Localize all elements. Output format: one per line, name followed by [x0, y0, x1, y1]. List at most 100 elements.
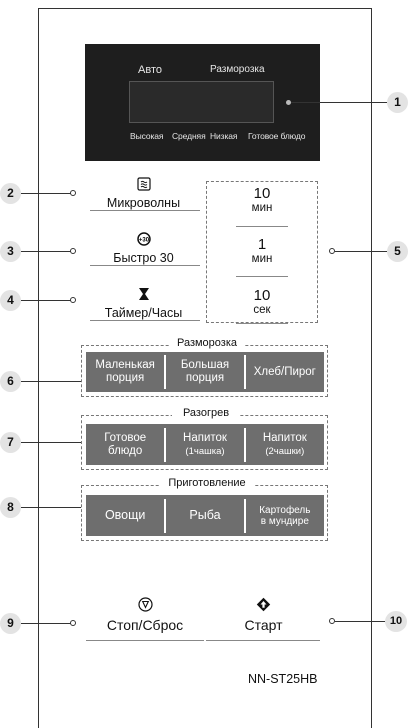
ten-minutes-button[interactable]: 10 мин [210, 186, 314, 214]
cooking-group-title: Приготовление [160, 477, 254, 489]
callout-anchor-dot [70, 190, 76, 196]
ten-seconds-button[interactable]: 10 сек [210, 288, 314, 316]
button-line1: Маленькая [95, 359, 155, 372]
plus30-icon-text: +30 [138, 237, 149, 243]
display-indicator-dot [286, 100, 291, 105]
display-screen [129, 81, 274, 123]
display-label-auto: Авто [138, 64, 162, 76]
button-underline [90, 320, 200, 321]
button-line2: (1чашка) [185, 445, 225, 457]
button-line1: Овощи [104, 507, 146, 522]
display-label-defrost: Разморозка [210, 64, 265, 75]
time-value: 10 [253, 185, 271, 202]
button-line1: Большая [180, 359, 230, 372]
button-line1: Рыба [189, 507, 221, 522]
button-line2: (2чашки) [265, 445, 305, 457]
button-line1: Хлеб/Пирог [253, 365, 316, 378]
callout-leader-line [21, 381, 81, 382]
button-line2: в мундире [260, 515, 309, 527]
model-number: NN-ST25HB [248, 672, 318, 686]
stop-icon [137, 597, 153, 612]
start-label: Старт [244, 617, 283, 633]
stop-reset-button[interactable]: Стоп/Сброс [84, 597, 206, 633]
callout-anchor-dot [329, 618, 335, 624]
callout-6: 6 [0, 371, 21, 392]
button-line1: Готовое [104, 431, 147, 444]
callout-10: 10 [385, 611, 407, 632]
button-separator [164, 498, 166, 533]
time-unit: мин [251, 201, 273, 214]
button-line1: Напиток [262, 431, 307, 444]
button-underline [206, 640, 320, 641]
button-underline [90, 265, 200, 266]
time-value: 1 [257, 236, 267, 253]
button-line1: Напиток [183, 431, 227, 444]
quick30-label: Быстро 30 [113, 251, 174, 265]
time-value: 10 [253, 287, 271, 304]
time-unit: сек [253, 303, 271, 316]
timer-clock-button[interactable]: Таймер/Часы [85, 287, 202, 320]
button-underline [236, 276, 288, 277]
callout-leader-line [21, 442, 81, 443]
hourglass-icon [138, 288, 149, 300]
button-line1: Картофель [259, 504, 311, 516]
button-underline [86, 640, 204, 641]
callout-5: 5 [387, 241, 408, 262]
callout-1: 1 [387, 92, 408, 113]
callout-anchor-dot [70, 297, 76, 303]
callout-leader-line [21, 623, 71, 624]
display-level-ready-meal: Готовое блюдо [248, 131, 306, 141]
button-underline [90, 210, 200, 211]
quick30-button[interactable]: +30 Быстро 30 [85, 232, 202, 265]
callout-leader-line [291, 102, 387, 103]
button-line2: порция [106, 372, 145, 384]
callout-7: 7 [0, 432, 21, 453]
button-separator [244, 427, 246, 462]
defrost-bread-pie-button[interactable]: Хлеб/Пирог [246, 366, 324, 379]
display-level-medium: Средняя [172, 131, 206, 141]
callout-anchor-dot [70, 620, 76, 626]
start-icon [256, 597, 271, 612]
time-buttons-group [206, 181, 318, 323]
button-separator [244, 355, 246, 389]
reheat-drink-one-cup-button[interactable]: Напиток(1чашка) [166, 432, 244, 457]
callout-leader-line [335, 251, 387, 252]
callout-2: 2 [0, 183, 21, 204]
callout-8: 8 [0, 497, 21, 518]
time-unit: мин [251, 252, 273, 265]
button-line2: блюдо [108, 444, 143, 457]
reheat-drink-two-cups-button[interactable]: Напиток(2чашки) [246, 432, 324, 457]
display-level-low: Низкая [210, 131, 238, 141]
button-separator [164, 355, 166, 389]
microwave-label: Микроволны [106, 196, 181, 210]
cook-fish-button[interactable]: Рыба [166, 507, 244, 523]
callout-anchor-dot [329, 248, 335, 254]
one-minute-button[interactable]: 1 мин [210, 237, 314, 265]
button-line2: порция [185, 372, 225, 384]
cook-vegetables-button[interactable]: Овощи [86, 507, 164, 523]
display-level-high: Высокая [130, 131, 164, 141]
button-underline [236, 323, 288, 324]
microwave-icon [136, 177, 151, 191]
callout-9: 9 [0, 613, 21, 634]
start-button[interactable]: Старт [205, 597, 322, 633]
callout-anchor-dot [70, 248, 76, 254]
button-underline [236, 226, 288, 227]
button-separator [164, 427, 166, 462]
defrost-group-title: Разморозка [170, 337, 244, 349]
microwave-button[interactable]: Микроволны [85, 177, 202, 210]
reheat-group-title: Разогрев [172, 407, 240, 419]
callout-leader-line [335, 621, 385, 622]
stop-reset-label: Стоп/Сброс [106, 617, 184, 633]
callout-leader-line [21, 193, 71, 194]
callout-leader-line [21, 300, 71, 301]
callout-leader-line [21, 507, 81, 508]
button-separator [244, 498, 246, 533]
